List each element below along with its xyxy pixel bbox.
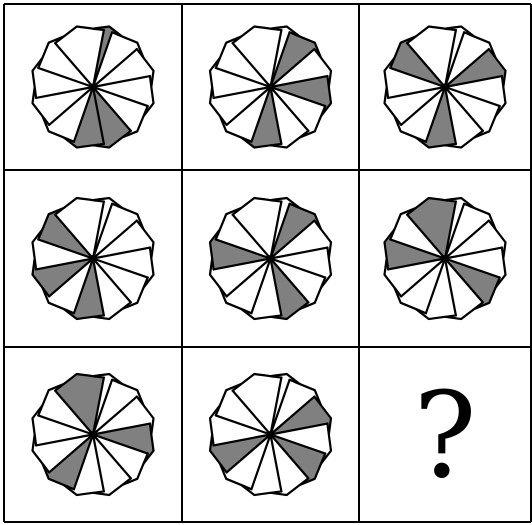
flower-center <box>267 431 274 438</box>
flower-center <box>442 255 449 262</box>
cell-r3c3: ? <box>413 367 476 505</box>
flower-center <box>267 255 274 262</box>
cell-r2c2 <box>210 198 331 319</box>
cell-r2c3 <box>385 198 506 319</box>
cell-r3c2 <box>210 374 331 495</box>
flower-center <box>442 84 449 91</box>
flower-center <box>90 431 97 438</box>
cell-r2c1 <box>33 198 154 319</box>
flower-center <box>267 84 274 91</box>
cell-r3c1 <box>33 374 154 495</box>
question-mark: ? <box>413 367 476 505</box>
flower-center <box>90 255 97 262</box>
puzzle-cells: ? <box>33 27 506 505</box>
cell-r1c2 <box>210 27 331 148</box>
cell-r1c3 <box>385 27 506 148</box>
cell-r1c1 <box>33 27 154 148</box>
flower-center <box>90 84 97 91</box>
